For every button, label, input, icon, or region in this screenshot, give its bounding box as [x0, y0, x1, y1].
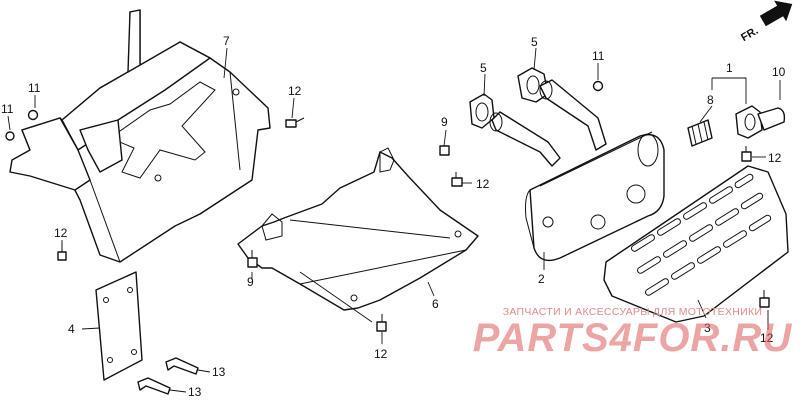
callout-7: 7 — [223, 34, 230, 48]
callout-4: 4 — [68, 322, 75, 336]
bolt-13-upper — [165, 357, 199, 375]
callout-6: 6 — [432, 297, 439, 311]
part-4-mounting-plate — [95, 271, 143, 381]
callout-11: 11 — [1, 102, 14, 116]
bolt-12-protector — [759, 290, 770, 308]
callout-9: 9 — [441, 115, 448, 129]
part-1-tailpipe-flange — [735, 105, 786, 139]
fastener-bolts — [5, 80, 770, 395]
callout-12: 12 — [760, 331, 774, 345]
callout-12: 12 — [476, 177, 490, 191]
part-3-muffler-protector — [603, 165, 789, 323]
part-2-muffler — [525, 131, 665, 262]
callout-8: 8 — [707, 93, 714, 107]
callout-3: 3 — [704, 321, 711, 335]
callout-1: 1 — [726, 61, 733, 75]
callout-labels: 7 11 11 12 12 4 9 12 9 6 12 5 5 11 2 1 8… — [1, 34, 786, 399]
callout-5: 5 — [480, 61, 487, 75]
bolt-12-center — [451, 172, 463, 187]
watermark-logo: PARTS4FOR.RU — [472, 316, 793, 360]
bolt-12-bottom — [376, 314, 387, 332]
callout-12: 12 — [54, 226, 68, 240]
callout-12: 12 — [288, 84, 302, 98]
bolt-13-lower — [137, 377, 171, 395]
nut-11-upper — [27, 109, 39, 121]
bolt-9-upper — [439, 145, 450, 156]
front-direction-arrow: FR. — [739, 0, 793, 44]
callout-9: 9 — [247, 275, 254, 289]
bolt-12-screen — [741, 146, 752, 162]
nut-11-left — [5, 131, 15, 141]
callout-11: 11 — [592, 49, 605, 63]
callout-5: 5 — [531, 35, 538, 49]
callout-12: 12 — [374, 347, 388, 361]
callout-13: 13 — [188, 385, 202, 399]
callout-11: 11 — [28, 81, 41, 95]
watermark-caption: ЗАПЧАСТИ И АКСЕССУАРЫ ДЛЯ МОТОТЕХНИКИ — [502, 306, 763, 318]
part-8-spark-arrester-screen — [687, 119, 713, 147]
leader-lines — [7, 47, 781, 393]
exhaust-pipe — [489, 79, 607, 167]
callout-12: 12 — [768, 151, 782, 165]
part-6-lower-shield — [237, 147, 479, 311]
part-7-heat-bracket — [9, 9, 271, 263]
callout-2: 2 — [538, 272, 545, 286]
callout-13: 13 — [212, 365, 226, 379]
nut-11-pipe — [592, 80, 604, 92]
bolt-12-bracket — [285, 117, 305, 128]
front-direction-label: FR. — [739, 25, 760, 44]
bolt-9-lower — [247, 250, 258, 268]
callout-10: 10 — [772, 65, 786, 79]
